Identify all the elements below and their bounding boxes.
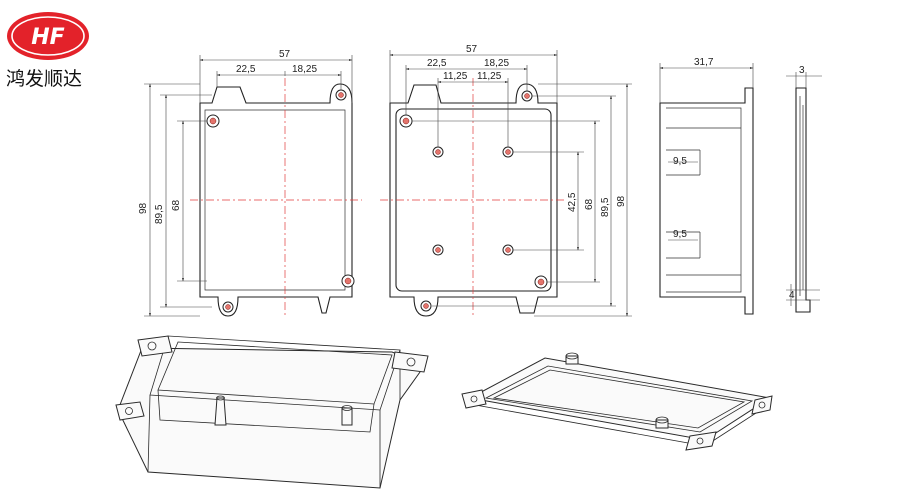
back-view: 57 22,5 18,25 11,25 11,25 42,5 68 89,5 9… (380, 44, 632, 318)
dim-thickness-label: 3 (799, 65, 805, 76)
side-view-inner-wall (666, 107, 742, 293)
side-view-rib-lower (666, 231, 701, 259)
lid-tab (461, 389, 487, 409)
dim-height-mid-label: 89,5 (600, 197, 611, 217)
back-view-outline (389, 83, 558, 317)
pcb-boss (432, 146, 444, 158)
front-view: 57 22,5 18,25 98 89,5 68 (138, 49, 362, 318)
front-view-inner-wall (204, 109, 346, 291)
brand-logo: HF (7, 12, 89, 60)
lid-tab (685, 431, 717, 451)
dim-half-left-label: 22,5 (236, 64, 256, 75)
enclosure-iso-view (115, 335, 429, 489)
dim-width-label: 57 (279, 49, 291, 60)
mounting-hole (341, 274, 355, 288)
dim-height-outer-label: 98 (138, 202, 149, 214)
side-view-outline (659, 87, 754, 315)
dim-half-right-label: 18,25 (484, 58, 509, 69)
pcb-boss (432, 244, 444, 256)
dim-height-mid-label: 89,5 (154, 204, 165, 224)
dim-height-inner-label: 68 (584, 198, 595, 210)
dim-boss-right-label: 11,25 (477, 71, 502, 82)
dim-height-outer-label: 98 (616, 195, 627, 207)
lid-boss (655, 419, 669, 429)
pcb-boss (502, 146, 514, 158)
mounting-hole (335, 89, 347, 101)
lid-tab (751, 395, 773, 415)
dim-rib-upper-label: 9,5 (673, 156, 687, 167)
pcb-boss (502, 244, 514, 256)
mounting-hole (399, 114, 413, 128)
enclosure-iso-body (117, 347, 426, 489)
lid-boss (565, 355, 579, 365)
dim-boss-pitch-label: 42,5 (567, 192, 578, 212)
logo-inner-ring (11, 16, 85, 56)
mounting-hole (420, 300, 432, 312)
dim-rib-lower-label: 9,5 (673, 229, 687, 240)
mounting-hole (206, 114, 220, 128)
mounting-hole (521, 90, 533, 102)
mounting-hole (534, 275, 548, 289)
company-name: 鸿发顺达 (6, 68, 82, 90)
dim-height-inner-label: 68 (171, 199, 182, 211)
dim-flange-label: 4 (789, 290, 795, 301)
enclosure-tab (137, 335, 173, 357)
enclosure-boss (214, 397, 227, 426)
side-view-rib-upper (666, 149, 701, 176)
enclosure-tab (115, 401, 145, 421)
logo-text: HF (31, 25, 64, 50)
mounting-hole (222, 301, 234, 313)
lid-iso-view (461, 352, 773, 451)
dim-width-label: 57 (466, 44, 478, 55)
enclosure-tab (391, 351, 429, 373)
dim-depth-label: 31,7 (694, 57, 714, 68)
side-view: 31,7 9,5 9,5 (659, 57, 754, 315)
lid-view: 3 4 (786, 65, 822, 313)
dim-half-right-label: 18,25 (292, 64, 317, 75)
logo-ellipse (7, 12, 89, 60)
dim-boss-left-label: 11,25 (443, 71, 468, 82)
front-view-outline (199, 83, 353, 317)
dim-half-left-label: 22,5 (427, 58, 447, 69)
